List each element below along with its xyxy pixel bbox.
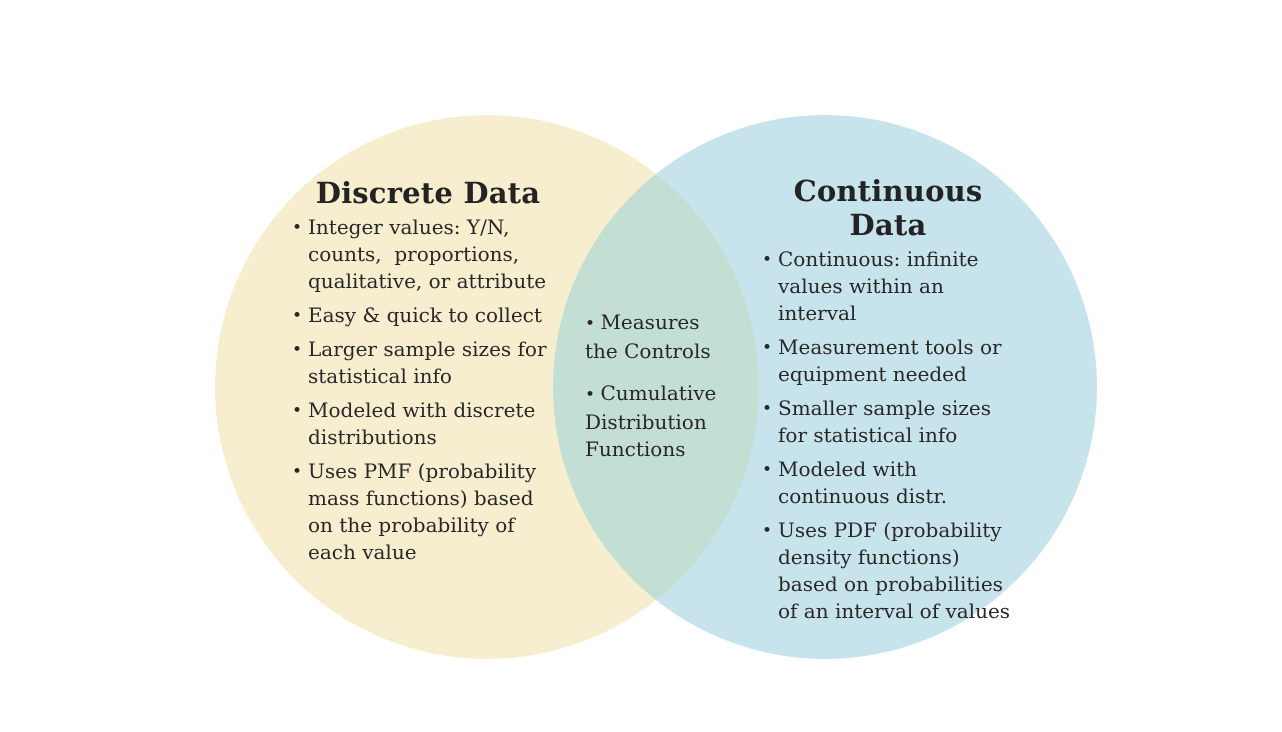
list-item: Smaller sample sizes for statistical inf… — [762, 395, 1024, 449]
list-item: Uses PDF (probability density functions)… — [762, 517, 1024, 625]
list-item: Measures the Controls — [581, 309, 735, 365]
list-item: Uses PMF (probability mass functions) ba… — [292, 458, 574, 566]
list-item: Continuous: infinite values within an in… — [762, 246, 1024, 327]
right-circle-title: Continuous Data — [793, 174, 983, 242]
list-item: Integer values: Y/N, counts, proportions… — [292, 214, 574, 295]
list-item: Modeled with discrete distributions — [292, 397, 574, 451]
list-item: Modeled with continuous distr. — [762, 456, 1024, 510]
overlap-panel: Measures the Controls Cumulative Distrib… — [581, 309, 735, 478]
list-item: Easy & quick to collect — [292, 302, 574, 330]
list-item: Measurement tools or equipment needed — [762, 334, 1024, 388]
left-circle-title: Discrete Data — [315, 176, 541, 210]
overlap-list: Measures the Controls Cumulative Distrib… — [581, 309, 735, 463]
list-item: Larger sample sizes for statistical info — [292, 336, 574, 390]
left-circle-panel: Discrete Data Integer values: Y/N, count… — [282, 176, 574, 573]
right-circle-panel: Continuous Data Continuous: infinite val… — [752, 174, 1024, 632]
right-circle-list: Continuous: infinite values within an in… — [752, 246, 1024, 625]
left-circle-list: Integer values: Y/N, counts, proportions… — [282, 214, 574, 566]
list-item: Cumulative Distribution Functions — [581, 380, 735, 463]
